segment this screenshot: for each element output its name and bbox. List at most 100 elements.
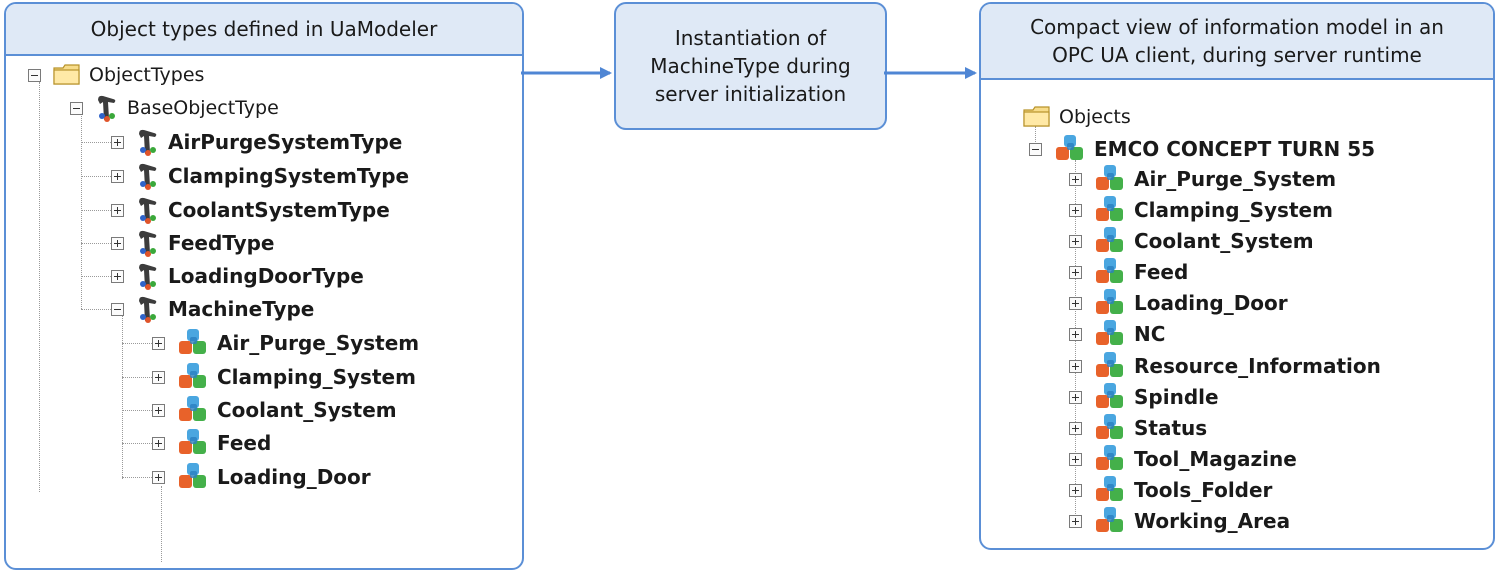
node-label: ObjectTypes [89,64,205,86]
object-instance-icon [1096,165,1123,190]
expand-icon[interactable] [152,370,165,384]
tree-node-type[interactable]: ClampingSystemType [111,161,409,191]
expand-icon[interactable] [1069,203,1082,217]
tree-node-machine-component[interactable]: Coolant_System [1069,226,1314,256]
panel-title: Object types defined in UaModeler [6,4,522,56]
tree-connector [161,486,162,562]
instantiation-line: MachineType during [650,54,851,78]
expand-icon[interactable] [152,336,165,350]
expand-icon[interactable] [111,203,124,217]
node-label: AirPurgeSystemType [168,130,403,154]
object-instance-icon [179,463,206,488]
object-instance-icon [1096,289,1123,314]
tree-node-type[interactable]: AirPurgeSystemType [111,127,402,157]
tree-node-machine-child[interactable]: Feed [152,428,271,458]
object-type-icon [139,163,157,190]
expand-icon[interactable] [1069,421,1082,435]
collapse-icon[interactable] [28,68,41,82]
expand-icon[interactable] [1069,514,1082,528]
collapse-icon[interactable] [70,101,83,115]
expand-icon[interactable] [1069,265,1082,279]
node-label: Working_Area [1134,509,1291,533]
collapse-icon[interactable] [1029,142,1042,156]
expand-icon[interactable] [152,403,165,417]
tree-node-machine-component[interactable]: Status [1069,413,1207,443]
object-instance-icon [179,329,206,354]
tree-connector [122,377,152,378]
collapse-icon[interactable] [111,302,124,316]
expand-icon[interactable] [111,135,124,149]
node-label: Air_Purge_System [217,331,420,355]
node-label: Loading_Door [217,465,371,489]
instantiation-box: Instantiation of MachineType during serv… [614,2,887,130]
tree-connector [81,210,111,211]
expand-icon[interactable] [1069,452,1082,466]
node-label: ClampingSystemType [168,164,410,188]
object-instance-icon [1096,476,1123,501]
expand-icon[interactable] [1069,359,1082,373]
expand-icon[interactable] [1069,172,1082,186]
node-label: FeedType [168,231,275,255]
tree-connector [1035,126,1036,150]
tree-node-type[interactable]: LoadingDoorType [111,261,364,291]
tree-connector [81,243,111,244]
node-label: Objects [1059,106,1131,128]
tree-node-machine-component[interactable]: Spindle [1069,382,1219,412]
tree-node-machine-child[interactable]: Loading_Door [152,462,371,492]
node-label: MachineType [168,297,315,321]
expand-icon[interactable] [111,269,124,283]
node-label: Loading_Door [1134,291,1288,315]
object-instance-icon [1096,258,1123,283]
tree-node-machine-child[interactable]: Air_Purge_System [152,328,419,358]
tree-node-machine-component[interactable]: Tools_Folder [1069,475,1272,505]
expand-icon[interactable] [1069,327,1082,341]
tree-node-machine-component[interactable]: Working_Area [1069,506,1290,536]
expand-icon[interactable] [1069,390,1082,404]
node-label: Status [1134,416,1208,440]
tree-node-type[interactable]: FeedType [111,228,274,258]
tree-node-machine-component[interactable]: NC [1069,319,1165,349]
node-label: Resource_Information [1134,354,1381,378]
tree-node-machine-component[interactable]: Clamping_System [1069,195,1333,225]
tree-node-machine-component[interactable]: Tool_Magazine [1069,444,1297,474]
tree-node-type[interactable]: MachineType [111,294,314,324]
expand-icon[interactable] [111,169,124,183]
node-label: Tool_Magazine [1134,447,1297,471]
tree-connector [39,82,40,492]
tree-node-machine-component[interactable]: Feed [1069,257,1188,287]
node-label: Coolant_System [1134,229,1314,253]
tree-connector [122,343,152,344]
expand-icon[interactable] [1069,296,1082,310]
object-type-icon [139,129,157,156]
tree-node-machine-child[interactable]: Coolant_System [152,395,397,425]
tree-node-machine-component[interactable]: Loading_Door [1069,288,1288,318]
tree-connector [122,316,123,479]
tree-node-objects[interactable]: Objects [1023,102,1131,132]
tree-node-objecttypes[interactable]: ObjectTypes [28,60,204,90]
instantiation-line: server initialization [654,82,847,106]
runtime-view-panel: Compact view of information model in an … [979,2,1495,550]
object-instance-icon [1096,196,1123,221]
tree-node-machine-component[interactable]: Resource_Information [1069,351,1381,381]
tree-node-type[interactable]: CoolantSystemType [111,195,390,225]
node-label: BaseObjectType [127,97,279,119]
expand-icon[interactable] [1069,483,1082,497]
tree-node-baseobjecttype[interactable]: BaseObjectType [70,93,279,123]
tree-connector [122,410,152,411]
tree-node-machine-component[interactable]: Air_Purge_System [1069,164,1336,194]
tree-connector [122,477,152,478]
tree-connector [81,176,111,177]
tree-node-machine[interactable]: EMCO CONCEPT TURN 55 [1029,134,1375,164]
tree-node-machine-child[interactable]: Clamping_System [152,362,416,392]
expand-icon[interactable] [1069,234,1082,248]
expand-icon[interactable] [152,436,165,450]
folder-icon [53,64,80,85]
tree-connector [81,276,111,277]
tree-connector [81,116,82,309]
node-label: Feed [1134,260,1189,284]
object-instance-icon [1096,445,1123,470]
expand-icon[interactable] [111,236,124,250]
object-instance-icon [1096,414,1123,439]
expand-icon[interactable] [152,470,165,484]
tree-connector [1075,160,1076,522]
